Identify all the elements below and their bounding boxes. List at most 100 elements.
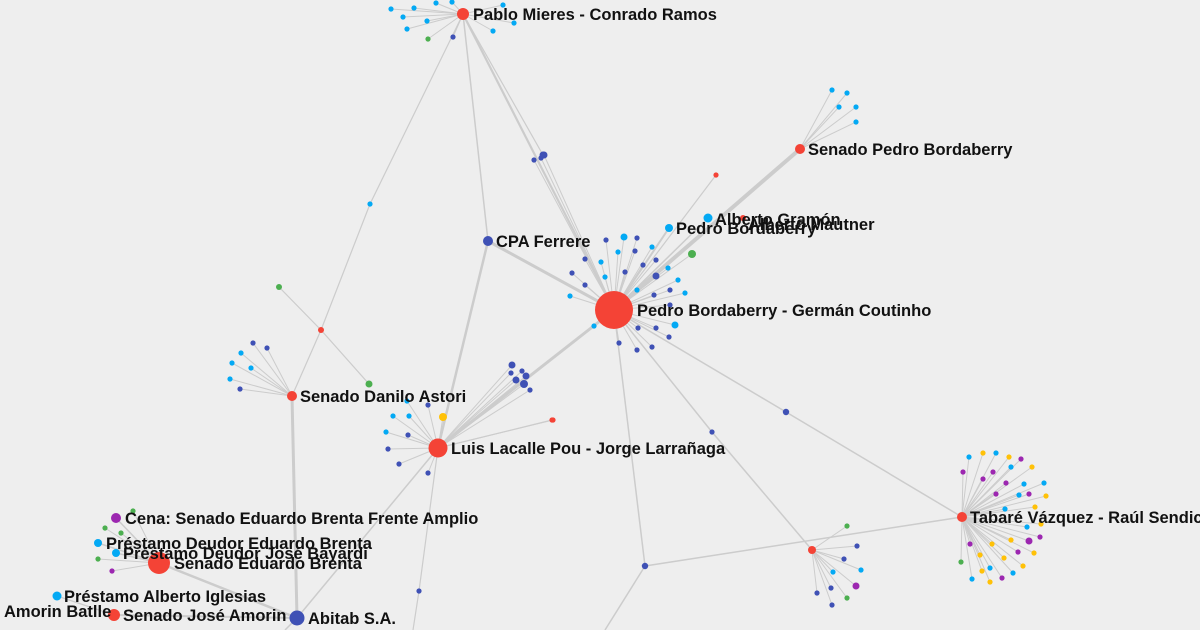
leaf-node[interactable]	[999, 575, 1005, 581]
node-pedro[interactable]	[665, 224, 673, 232]
leaf-node[interactable]	[227, 376, 233, 382]
leaf-node[interactable]	[682, 290, 688, 296]
leaf-node[interactable]	[229, 360, 235, 366]
leaf-node[interactable]	[844, 595, 850, 601]
leaf-node[interactable]	[969, 576, 975, 582]
leaf-node[interactable]	[1006, 454, 1012, 460]
leaf-node[interactable]	[390, 413, 396, 419]
leaf-node[interactable]	[118, 530, 124, 536]
leaf-node[interactable]	[688, 250, 696, 258]
leaf-node[interactable]	[653, 325, 659, 331]
leaf-node[interactable]	[400, 14, 406, 20]
node-coutinho[interactable]	[595, 291, 633, 329]
leaf-node[interactable]	[1008, 537, 1014, 543]
leaf-node[interactable]	[1015, 549, 1021, 555]
leaf-node[interactable]	[388, 6, 394, 12]
leaf-node[interactable]	[671, 321, 679, 329]
leaf-node[interactable]	[1018, 456, 1024, 462]
leaf-node[interactable]	[522, 372, 530, 380]
leaf-node[interactable]	[439, 413, 447, 421]
leaf-node[interactable]	[512, 376, 520, 384]
node-vazquez[interactable]	[957, 512, 967, 522]
leaf-node[interactable]	[632, 248, 638, 254]
leaf-node[interactable]	[993, 491, 999, 497]
leaf-node[interactable]	[667, 287, 673, 293]
leaf-node[interactable]	[841, 556, 847, 562]
junction-node[interactable]	[318, 327, 324, 333]
leaf-node[interactable]	[987, 565, 993, 571]
junction-node[interactable]	[365, 380, 373, 388]
leaf-node[interactable]	[237, 386, 243, 392]
leaf-node[interactable]	[830, 569, 836, 575]
leaf-node[interactable]	[109, 568, 115, 574]
leaf-node[interactable]	[977, 552, 983, 558]
leaf-node[interactable]	[966, 454, 972, 460]
leaf-node[interactable]	[520, 380, 528, 388]
leaf-node[interactable]	[248, 365, 254, 371]
leaf-node[interactable]	[828, 585, 834, 591]
leaf-node[interactable]	[814, 590, 820, 596]
node-bordaberry-senado[interactable]	[795, 144, 805, 154]
junction-node[interactable]	[713, 172, 719, 178]
node-lacalle[interactable]	[428, 438, 448, 458]
leaf-node[interactable]	[616, 340, 622, 346]
leaf-node[interactable]	[406, 413, 412, 419]
junction-node[interactable]	[276, 284, 282, 290]
leaf-node[interactable]	[425, 470, 431, 476]
leaf-node[interactable]	[649, 344, 655, 350]
junction-node[interactable]	[808, 546, 816, 554]
node-prestamo-bayardi[interactable]	[112, 549, 120, 557]
leaf-node[interactable]	[531, 157, 537, 163]
leaf-node[interactable]	[385, 446, 391, 452]
leaf-node[interactable]	[527, 387, 533, 393]
leaf-node[interactable]	[1041, 480, 1047, 486]
leaf-node[interactable]	[979, 568, 985, 574]
junction-node[interactable]	[539, 151, 547, 159]
node-mautner[interactable]	[740, 215, 746, 221]
leaf-node[interactable]	[490, 28, 496, 34]
leaf-node[interactable]	[675, 277, 681, 283]
leaf-node[interactable]	[990, 469, 996, 475]
leaf-node[interactable]	[844, 523, 850, 529]
node-cpa[interactable]	[483, 236, 493, 246]
junction-node[interactable]	[416, 588, 422, 594]
junction-node[interactable]	[709, 429, 715, 435]
node-gramon[interactable]	[703, 213, 713, 223]
leaf-node[interactable]	[634, 287, 640, 293]
leaf-node[interactable]	[666, 334, 672, 340]
leaf-node[interactable]	[665, 265, 671, 271]
leaf-node[interactable]	[238, 350, 244, 356]
leaf-node[interactable]	[635, 325, 641, 331]
leaf-node[interactable]	[582, 256, 588, 262]
leaf-node[interactable]	[130, 508, 136, 514]
leaf-node[interactable]	[102, 525, 108, 531]
leaf-node[interactable]	[993, 450, 999, 456]
leaf-node[interactable]	[989, 541, 995, 547]
leaf-node[interactable]	[622, 269, 628, 275]
leaf-node[interactable]	[1016, 492, 1022, 498]
node-senado-brenta[interactable]	[148, 552, 170, 574]
leaf-node[interactable]	[1003, 480, 1009, 486]
leaf-node[interactable]	[405, 432, 411, 438]
node-cena-brenta[interactable]	[111, 513, 121, 523]
leaf-node[interactable]	[1026, 491, 1032, 497]
leaf-node[interactable]	[634, 235, 640, 241]
leaf-node[interactable]	[1037, 534, 1043, 540]
leaf-node[interactable]	[1031, 550, 1037, 556]
leaf-node[interactable]	[425, 402, 431, 408]
leaf-node[interactable]	[425, 36, 431, 42]
leaf-node[interactable]	[264, 345, 270, 351]
leaf-node[interactable]	[1020, 563, 1026, 569]
leaf-node[interactable]	[569, 270, 575, 276]
leaf-node[interactable]	[1024, 524, 1030, 530]
leaf-node[interactable]	[652, 272, 660, 280]
junction-node[interactable]	[782, 408, 790, 416]
leaf-node[interactable]	[829, 87, 835, 93]
leaf-node[interactable]	[404, 26, 410, 32]
node-abitab[interactable]	[289, 610, 305, 626]
leaf-node[interactable]	[615, 249, 621, 255]
leaf-node[interactable]	[411, 5, 417, 11]
leaf-node[interactable]	[1025, 537, 1033, 545]
leaf-node[interactable]	[1038, 521, 1044, 527]
